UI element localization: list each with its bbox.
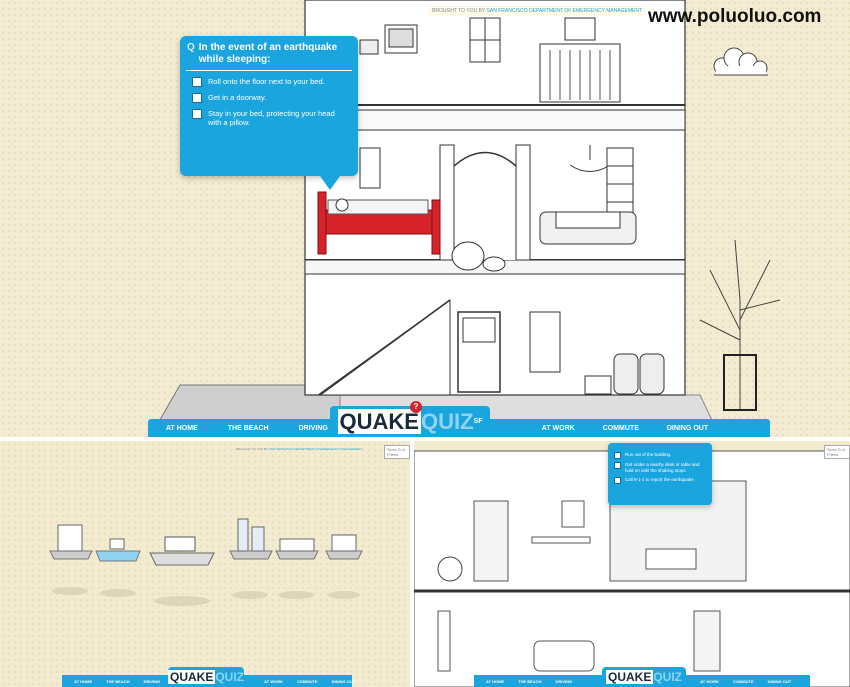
- logo-sf: SF: [473, 418, 483, 425]
- scene-thumb-work: [229, 518, 273, 599]
- scene-thumb-driving: [149, 536, 215, 606]
- work-answer-option-1[interactable]: Run out of the building.: [614, 452, 706, 459]
- sponsor-banner-small: BROUGHT TO YOU BY SAN FRANCISCO DEPARTME…: [236, 447, 362, 451]
- work-answer-label-1: Run out of the building.: [625, 452, 672, 457]
- nav-dining-out[interactable]: DINING OUT: [666, 424, 709, 432]
- logo-quiz-small: QUIZ: [215, 670, 245, 684]
- small-nav-commute[interactable]: COMMUTE: [296, 678, 318, 684]
- cloud-icon: [713, 47, 768, 76]
- answer-label-3: Stay in your bed, protecting your head w…: [208, 109, 335, 127]
- question-card-pointer: [320, 176, 340, 190]
- small-nav-the-beach[interactable]: THE BEACH: [106, 678, 130, 684]
- quake-quiz-logo[interactable]: QUAKEQUIZSF: [330, 406, 490, 437]
- answer-option-3[interactable]: Stay in your bed, protecting your head w…: [192, 109, 350, 127]
- small-nav-at-work[interactable]: AT WORK: [264, 678, 283, 684]
- work-checkbox-3[interactable]: [614, 477, 621, 484]
- scene-select-panel: BROUGHT TO YOU BY SAN FRANCISCO DEPARTME…: [0, 441, 410, 687]
- small-nav-at-home[interactable]: AT HOME: [74, 678, 93, 684]
- nav-at-work[interactable]: AT WORK: [541, 424, 575, 432]
- help-bubble-icon: ?: [410, 401, 422, 413]
- work-answer-label-2: Get under a nearby desk or table and hol…: [625, 462, 700, 473]
- scene-thumb-dining: [325, 534, 363, 599]
- send-friend-button-2[interactable]: Send To A Friend: [824, 445, 850, 459]
- work-answer-option-2[interactable]: Get under a nearby desk or table and hol…: [614, 462, 706, 474]
- checkbox-1[interactable]: [192, 77, 202, 87]
- small-nav-driving[interactable]: DRIVING: [143, 678, 161, 684]
- sponsor-org-small: SAN FRANCISCO DEPARTMENT OF EMERGENCY MA…: [268, 447, 363, 451]
- main-scene-panel: BROUGHT TO YOU BY SAN FRANCISCO DEPARTME…: [0, 0, 850, 437]
- work-checkbox-1[interactable]: [614, 452, 621, 459]
- sponsor-banner: BROUGHT TO YOU BY SAN FRANCISCO DEPARTME…: [428, 6, 647, 16]
- scene-thumb-beach: [95, 538, 141, 597]
- question-marker: Q: [187, 42, 195, 53]
- answer-option-1[interactable]: Roll onto the floor next to your bed.: [192, 77, 350, 87]
- panel-divider: [0, 437, 850, 441]
- work-nav-driving[interactable]: DRIVING: [555, 678, 573, 684]
- send-friend-button[interactable]: Send To A Friend: [384, 445, 410, 459]
- work-answer-option-3[interactable]: Call 9-1-1 to report the earthquake.: [614, 477, 706, 484]
- sponsor-prefix-small: BROUGHT TO YOU BY: [236, 447, 268, 451]
- logo-quiz: QUIZ: [420, 409, 474, 434]
- answer-label-1: Roll onto the floor next to your bed.: [208, 77, 325, 86]
- sponsor-prefix: BROUGHT TO YOU BY: [432, 8, 486, 14]
- nav-driving[interactable]: DRIVING: [298, 424, 328, 432]
- logo-quake-small: QUAKE: [168, 670, 216, 684]
- question-card: Q In the event of an earthquake while sl…: [180, 36, 358, 176]
- answer-option-2[interactable]: Get in a doorway.: [192, 93, 350, 103]
- answer-label-2: Get in a doorway.: [208, 93, 267, 102]
- nav-commute[interactable]: COMMUTE: [602, 424, 639, 432]
- scene-thumb-home: [49, 524, 93, 595]
- tree-icon: [699, 239, 781, 411]
- work-nav-at-home[interactable]: AT HOME: [486, 678, 505, 684]
- question-text: In the event of an earthquake while slee…: [198, 42, 338, 65]
- work-answer-label-3: Call 9-1-1 to report the earthquake.: [625, 477, 696, 482]
- watermark-text: www.poluoluo.com: [648, 6, 822, 27]
- work-checkbox-2[interactable]: [614, 462, 621, 469]
- scene-thumb-commute: [275, 538, 319, 599]
- checkbox-3[interactable]: [192, 109, 202, 119]
- panel-divider-vertical: [410, 441, 414, 687]
- logo-quake-work: QUAKE: [605, 670, 654, 684]
- work-nav-at-work[interactable]: AT WORK: [700, 678, 719, 684]
- logo-quiz-work: QUIZ: [653, 670, 682, 684]
- nav-at-home[interactable]: AT HOME: [166, 424, 198, 432]
- work-nav-dining-out[interactable]: DINING OUT: [767, 678, 792, 684]
- bed-illustration: [317, 191, 441, 255]
- work-scene-panel: Send To A Friend Run out of the building…: [414, 441, 850, 687]
- scene-thumbnails: [49, 518, 363, 606]
- sponsor-org: SAN FRANCISCO DEPARTMENT OF EMERGENCY MA…: [486, 8, 643, 14]
- work-question-card: Run out of the building. Get under a nea…: [608, 443, 712, 505]
- nav-the-beach[interactable]: THE BEACH: [227, 424, 269, 432]
- work-nav-commute[interactable]: COMMUTE: [732, 678, 754, 684]
- work-nav-the-beach[interactable]: THE BEACH: [518, 678, 542, 684]
- checkbox-2[interactable]: [192, 93, 202, 103]
- house-illustration: [149, 0, 781, 437]
- logo-quake: QUAKE: [337, 409, 421, 434]
- small-nav-dining-out[interactable]: DINING OUT: [331, 678, 356, 684]
